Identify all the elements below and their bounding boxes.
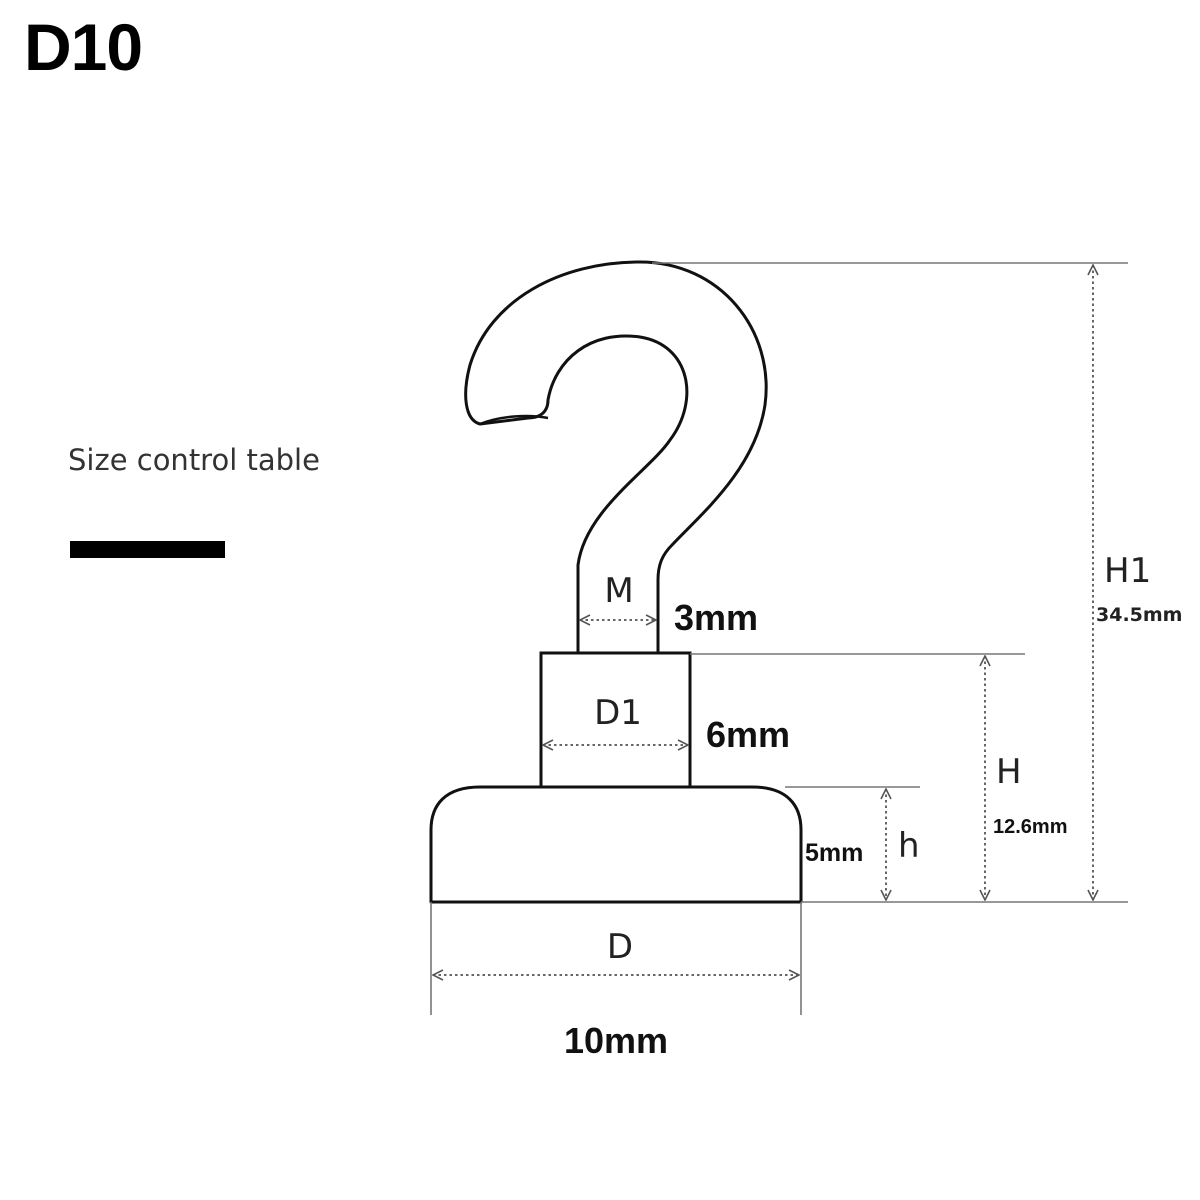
dim-value-H1: 34.5mm (1096, 604, 1182, 626)
dim-value-d1: 6mm (706, 714, 790, 755)
dim-letter-m: M (604, 571, 633, 611)
dim-value-H: 12.6mm (993, 816, 1068, 838)
dim-letter-H1: H1 (1104, 551, 1151, 591)
dim-letter-H: H (996, 752, 1022, 792)
dim-value-h: 5mm (805, 839, 863, 867)
dim-letter-d1: D1 (594, 693, 642, 733)
dim-value-m: 3mm (674, 597, 758, 638)
size-control-table-label: Size control table (68, 443, 320, 477)
dim-letter-d: D (607, 927, 633, 967)
extension-lines (430, 262, 1128, 1015)
model-title: D10 (24, 10, 143, 84)
hook-curve (464, 260, 768, 655)
size-control-table-bar (70, 541, 225, 558)
magnet-base (429, 785, 803, 904)
dimension-lines (433, 265, 1093, 975)
hook-tip (479, 414, 549, 426)
dim-letter-h: h (898, 826, 920, 866)
dim-value-d: 10mm (564, 1020, 668, 1061)
